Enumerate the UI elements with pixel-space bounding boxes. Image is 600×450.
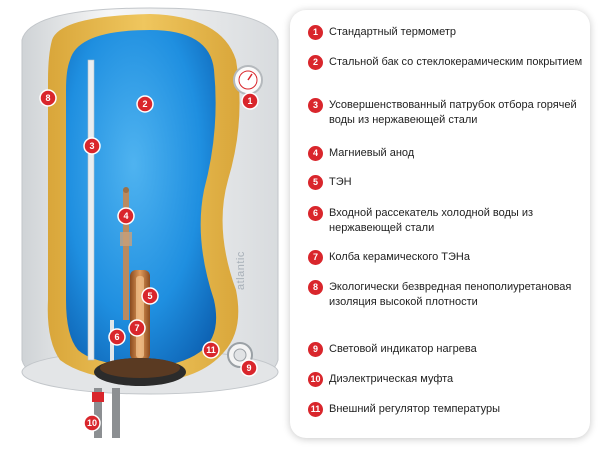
callout-6: 6	[108, 328, 126, 346]
svg-text:10: 10	[87, 418, 97, 428]
legend-badge-3: 3	[308, 98, 323, 113]
brand-logo: atlantic	[235, 251, 247, 290]
dielectric-coupling	[92, 392, 104, 402]
callout-2: 2	[136, 95, 154, 113]
legend-badge-4: 4	[308, 146, 323, 161]
legend-badge-10: 10	[308, 372, 323, 387]
water-heater-illustration: atlantic 1 2 3 4 5 6 7	[21, 7, 279, 438]
svg-text:9: 9	[246, 363, 251, 373]
legend-item-7: 7 Колба керамического ТЭНа	[308, 250, 583, 265]
legend-badge-5: 5	[308, 175, 323, 190]
legend-text-8: Экологически безвредная пенополиуретанов…	[329, 281, 572, 308]
legend-panel: 1 Стандартный термометр 2 Стальной бак с…	[290, 10, 590, 438]
legend-item-9: 9 Световой индикатор нагрева	[308, 342, 583, 357]
legend-item-11: 11 Внешний регулятор температуры	[308, 402, 583, 417]
svg-text:4: 4	[123, 211, 128, 221]
callout-5: 5	[141, 287, 159, 305]
legend-text-7: Колба керамического ТЭНа	[329, 251, 470, 263]
callout-7: 7	[128, 319, 146, 337]
legend-text-9: Световой индикатор нагрева	[329, 343, 477, 355]
svg-text:1: 1	[247, 96, 252, 106]
steel-tank	[66, 30, 217, 366]
legend-badge-8: 8	[308, 280, 323, 295]
callout-3: 3	[83, 137, 101, 155]
legend-text-11: Внешний регулятор температуры	[329, 403, 501, 415]
callout-11: 11	[202, 341, 220, 359]
legend-text-6: Входной рассекатель холодной воды из нер…	[329, 207, 534, 234]
water-heater-diagram: atlantic 1 2 3 4 5 6 7	[21, 7, 279, 438]
legend-item-10: 10 Диэлектрическая муфта	[308, 372, 583, 387]
callout-8: 8	[39, 89, 57, 107]
svg-text:8: 8	[45, 93, 50, 103]
svg-text:5: 5	[147, 291, 152, 301]
legend-item-8: 8 Экологически безвредная пенополиуретан…	[308, 280, 583, 310]
legend-text-5: ТЭН	[329, 176, 352, 188]
legend-badge-2: 2	[308, 55, 323, 70]
inlet-pipe	[94, 388, 102, 438]
legend-text-10: Диэлектрическая муфта	[329, 373, 454, 385]
legend-text-4: Магниевый анод	[329, 147, 415, 159]
legend-item-4: 4 Магниевый анод	[308, 146, 583, 161]
legend-text-1: Стандартный термометр	[329, 26, 456, 38]
legend-item-5: 5 ТЭН	[308, 175, 583, 190]
svg-text:7: 7	[134, 323, 139, 333]
magnesium-anode	[123, 190, 129, 320]
legend-item-6: 6 Входной рассекатель холодной воды из н…	[308, 206, 583, 236]
callout-1: 1	[241, 92, 259, 110]
legend-badge-6: 6	[308, 206, 323, 221]
legend-badge-7: 7	[308, 250, 323, 265]
callout-4: 4	[117, 207, 135, 225]
svg-text:11: 11	[206, 345, 216, 355]
legend-badge-11: 11	[308, 402, 323, 417]
legend-item-2: 2 Стальной бак со стеклокерамическим пок…	[308, 55, 583, 70]
legend-badge-1: 1	[308, 25, 323, 40]
callout-9: 9	[240, 359, 258, 377]
legend-text-2: Стальной бак со стеклокерамическим покры…	[329, 56, 583, 68]
outlet-pipe	[112, 388, 120, 438]
callout-10: 10	[83, 414, 101, 432]
legend-item-3: 3 Усовершенствованный патрубок отбора го…	[308, 98, 583, 128]
svg-text:3: 3	[89, 141, 94, 151]
svg-text:2: 2	[142, 99, 147, 109]
hot-water-pipe	[87, 59, 95, 361]
heating-element	[136, 276, 144, 358]
legend-text-3: Усовершенствованный патрубок отбора горя…	[329, 99, 577, 126]
legend-item-1: 1 Стандартный термометр	[308, 25, 583, 40]
svg-text:6: 6	[114, 332, 119, 342]
legend-badge-9: 9	[308, 342, 323, 357]
